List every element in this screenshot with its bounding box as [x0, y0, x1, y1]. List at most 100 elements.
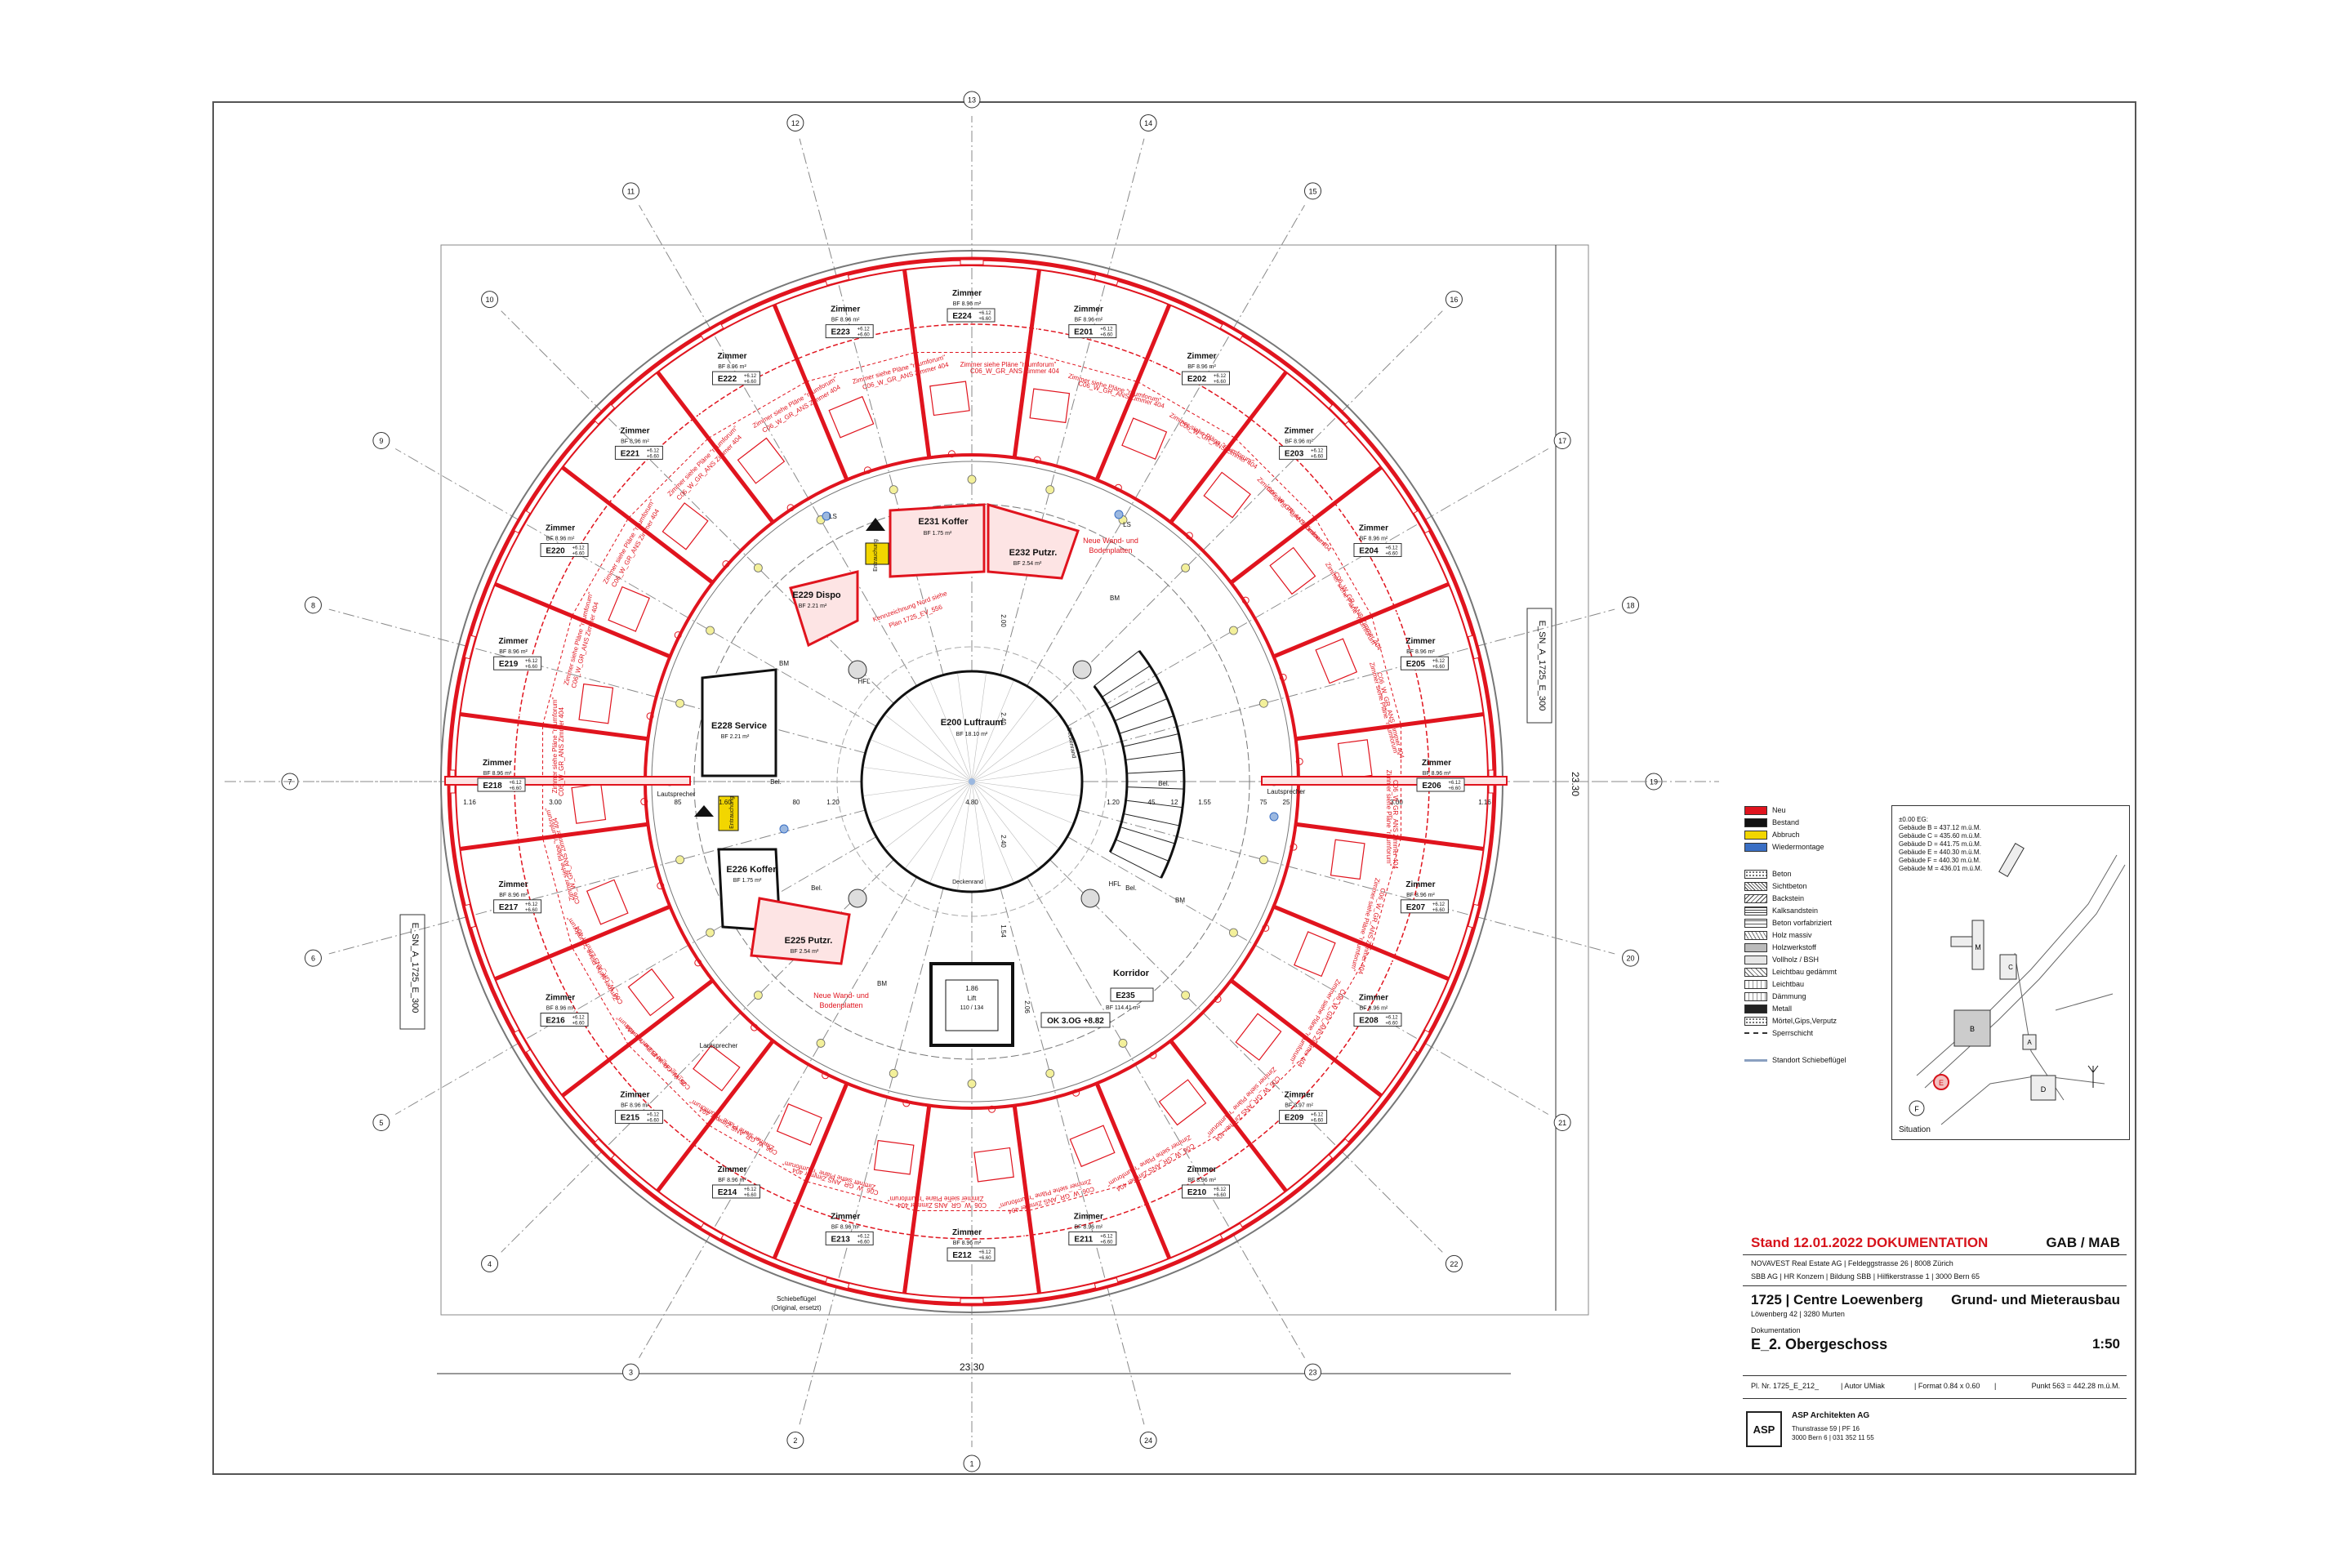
axis-label: 6 — [311, 955, 315, 963]
atrium-spoke — [971, 781, 1039, 868]
dim-value: 80 — [793, 799, 800, 806]
room-label: Zimmer — [1074, 1212, 1103, 1221]
window — [1328, 1138, 1350, 1160]
door-swing — [1185, 532, 1193, 540]
dim-value: 2.00 — [1000, 614, 1007, 627]
section-right-box — [1526, 608, 1552, 724]
e200-name: E200 Luftraum — [941, 718, 1004, 728]
atrium-spoke — [871, 781, 973, 824]
room-area: BF 8.96 m² — [1423, 771, 1451, 777]
room-level: +6.60 — [647, 454, 660, 459]
door-swing — [694, 959, 702, 967]
room-note: C06_W_GR_ANS Zimmer 404 — [1296, 987, 1348, 1068]
sprinkler — [779, 824, 789, 834]
room-note: Zimmer siehe Pläne "raumforum" — [960, 361, 1057, 368]
legend-label: Bestand — [1772, 818, 1800, 826]
room-dash — [1235, 438, 1316, 519]
atrium-spoke — [971, 715, 1058, 782]
room-level: +6.12 — [1214, 374, 1227, 379]
stand-date: Stand 12.01.2022 DOKUMENTATION — [1751, 1235, 1989, 1250]
legend-material-11: Metall — [1744, 1003, 1875, 1014]
doc-type: Dokumentation — [1751, 1326, 1801, 1334]
room-tag — [493, 656, 542, 670]
room-level: +6.12 — [1311, 1113, 1324, 1118]
partition-wall — [460, 712, 648, 742]
title-block: Stand 12.01.2022 DOKUMENTATION GAB / MAB… — [1743, 1230, 2127, 1470]
atrium-spoke — [971, 681, 1014, 782]
bathroom — [973, 1147, 1014, 1183]
atrium-spoke — [957, 674, 973, 782]
bathroom — [1203, 471, 1251, 519]
axis-line — [639, 876, 917, 1359]
partition-inner — [1229, 984, 1376, 1102]
atrium-spoke — [864, 767, 973, 782]
room-dash — [542, 616, 572, 725]
e200-area: BF 18.10 m² — [956, 732, 988, 737]
room-area: BF 8.96 m² — [831, 318, 860, 323]
partition-inner — [1296, 828, 1481, 857]
room-dash — [1315, 518, 1373, 617]
format: | Format 0.84 x 0.60 — [1914, 1382, 1980, 1390]
light-fixture — [1045, 485, 1055, 495]
axis-label: 9 — [379, 437, 383, 445]
room-e232 — [987, 503, 1080, 580]
atrium-spoke — [905, 695, 973, 782]
atrium-spoke — [871, 739, 973, 782]
room-level: +6.60 — [978, 317, 991, 322]
bathroom — [1121, 417, 1168, 460]
room-area: BF 8.96 m² — [483, 771, 512, 777]
legend-swatch — [1744, 893, 1767, 903]
room-note: C06_W_GR_ANS Zimmer 404 — [898, 1201, 987, 1209]
room-tag — [1279, 1110, 1328, 1125]
legend-material-8: Leichtbau gedämmt — [1744, 966, 1875, 978]
axis-label: 3 — [629, 1369, 633, 1377]
dim-value: 1.20 — [826, 799, 840, 806]
room-area: BF 8.96 m² — [1285, 439, 1313, 444]
room-level: +6.12 — [744, 374, 757, 379]
door-swing — [1279, 673, 1287, 681]
client-line-2: SBB AG | HR Konzern | Bildung SBB | Hilf… — [1751, 1272, 1980, 1281]
partition-wall — [1169, 1039, 1288, 1192]
reference-point: Punkt 563 = 442.28 m.ü.M. — [2031, 1382, 2120, 1390]
partition-inner — [781, 303, 852, 477]
korridor-area: BF 114.41 m² — [1106, 1005, 1141, 1011]
door-swing — [947, 450, 956, 458]
ls-1: LS — [829, 513, 837, 520]
situation-building-label: C — [2008, 964, 2013, 971]
room-area: BF 8.96 m² — [953, 301, 982, 307]
door-swing — [1072, 1089, 1080, 1097]
axis-bubble — [963, 1454, 981, 1472]
axis-label: 19 — [1650, 778, 1658, 786]
window — [1468, 903, 1480, 929]
room-note: C06_W_GR_ANS Zimmer 404 — [558, 707, 565, 796]
door-swing — [1290, 843, 1298, 851]
axis-bubble — [1445, 1254, 1463, 1272]
room-id: E216 — [546, 1017, 565, 1026]
room-dash — [628, 438, 709, 519]
bm-4: BM — [877, 980, 887, 987]
partition-inner — [1018, 272, 1047, 457]
window — [464, 635, 476, 660]
window — [1094, 1277, 1119, 1290]
door-swing — [863, 466, 871, 474]
atrium-spoke — [929, 681, 973, 782]
stair-tread — [1120, 826, 1175, 844]
lautsprecher-1: Lautsprecher — [657, 791, 696, 798]
window — [825, 1277, 850, 1290]
bathroom — [578, 683, 614, 724]
window — [1094, 274, 1119, 286]
core-dash — [836, 646, 1107, 917]
room-label: Zimmer — [1187, 1165, 1216, 1174]
room-level: +6.60 — [744, 1193, 757, 1198]
legend-swatch — [1744, 817, 1767, 827]
room-level: +6.60 — [1385, 1022, 1398, 1027]
scale: 1:50 — [2091, 1336, 2120, 1352]
room-tag — [540, 543, 589, 557]
room-tag — [1353, 543, 1402, 557]
bel-1: Bel. — [770, 778, 782, 786]
room-level: +6.60 — [572, 552, 585, 557]
atrium-spoke — [971, 781, 1014, 882]
room-level: +6.12 — [744, 1187, 757, 1192]
partition-wall — [772, 1082, 849, 1259]
e231-name: E231 Koffer — [918, 517, 969, 527]
